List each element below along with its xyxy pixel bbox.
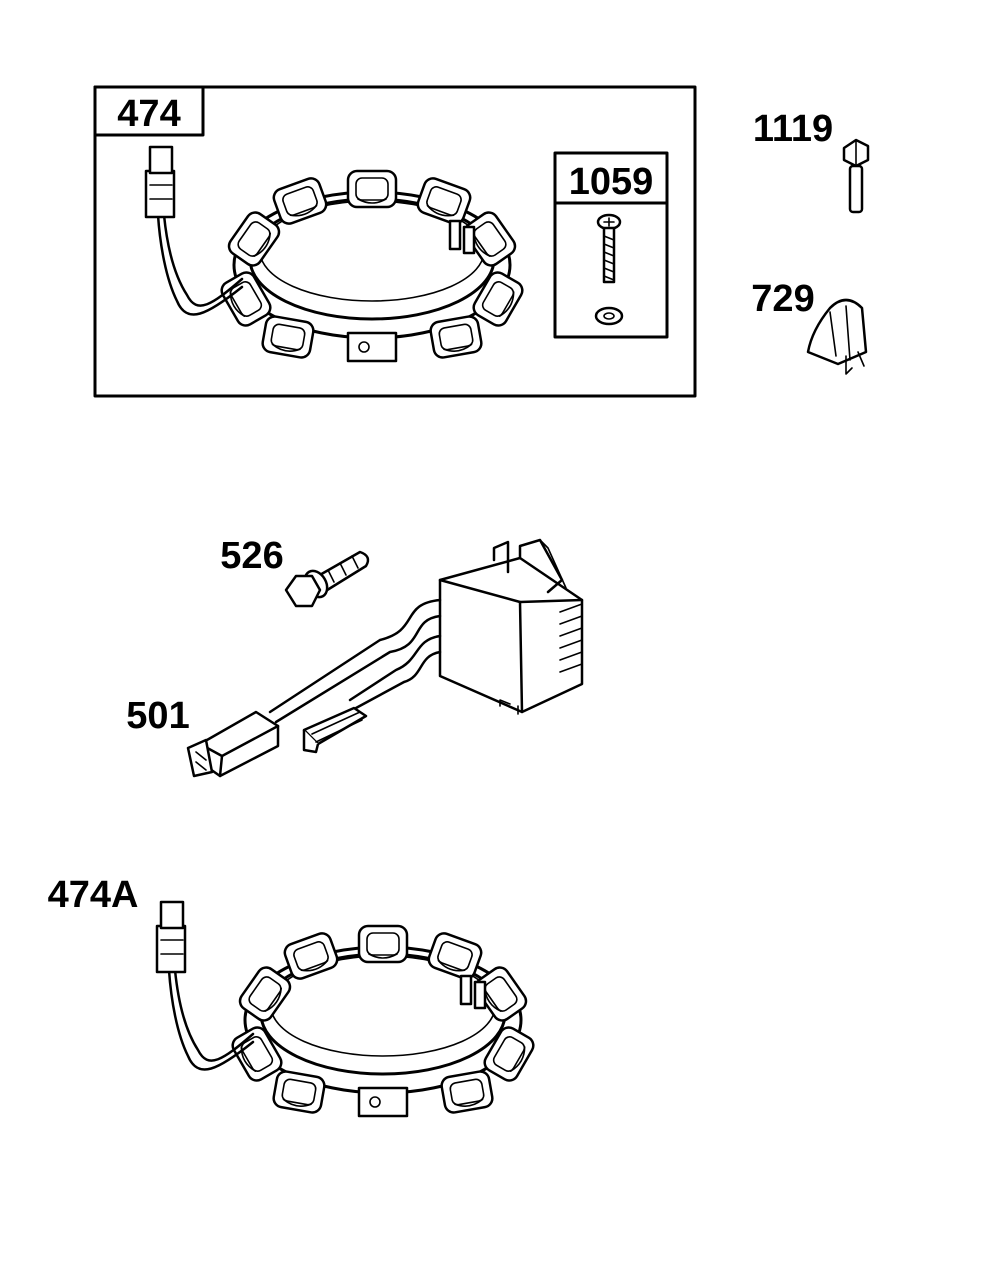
stator-kit-474: 474 1059 (93, 85, 697, 398)
clip-icon (806, 298, 868, 375)
regulator-501: 501 (126, 538, 584, 778)
stator-icon (157, 902, 537, 1116)
clip-729: 729 (751, 278, 868, 375)
kit-frame (93, 85, 697, 398)
regulator-icon (186, 538, 584, 778)
flange-bolt-icon (284, 550, 370, 608)
bolt-1119: 1119 (753, 108, 870, 214)
part-label-474A: 474A (48, 874, 139, 916)
part-label-1119: 1119 (753, 108, 833, 150)
kit-label-box (93, 85, 205, 137)
screw-526: 526 (220, 535, 370, 608)
washer-icon (594, 306, 624, 326)
bolt-icon (842, 138, 870, 214)
part-label-526: 526 (220, 535, 283, 577)
part-label-501: 501 (126, 695, 189, 737)
part-label-474: 474 (117, 93, 180, 135)
part-label-729: 729 (751, 278, 814, 320)
screw-icon (596, 213, 622, 284)
screw-kit-1059: 1059 (553, 151, 669, 339)
stator-assembly (146, 147, 526, 361)
part-label-1059: 1059 (569, 161, 654, 203)
stator-474A: 474A (48, 874, 537, 1116)
subkit-frame (553, 151, 669, 339)
